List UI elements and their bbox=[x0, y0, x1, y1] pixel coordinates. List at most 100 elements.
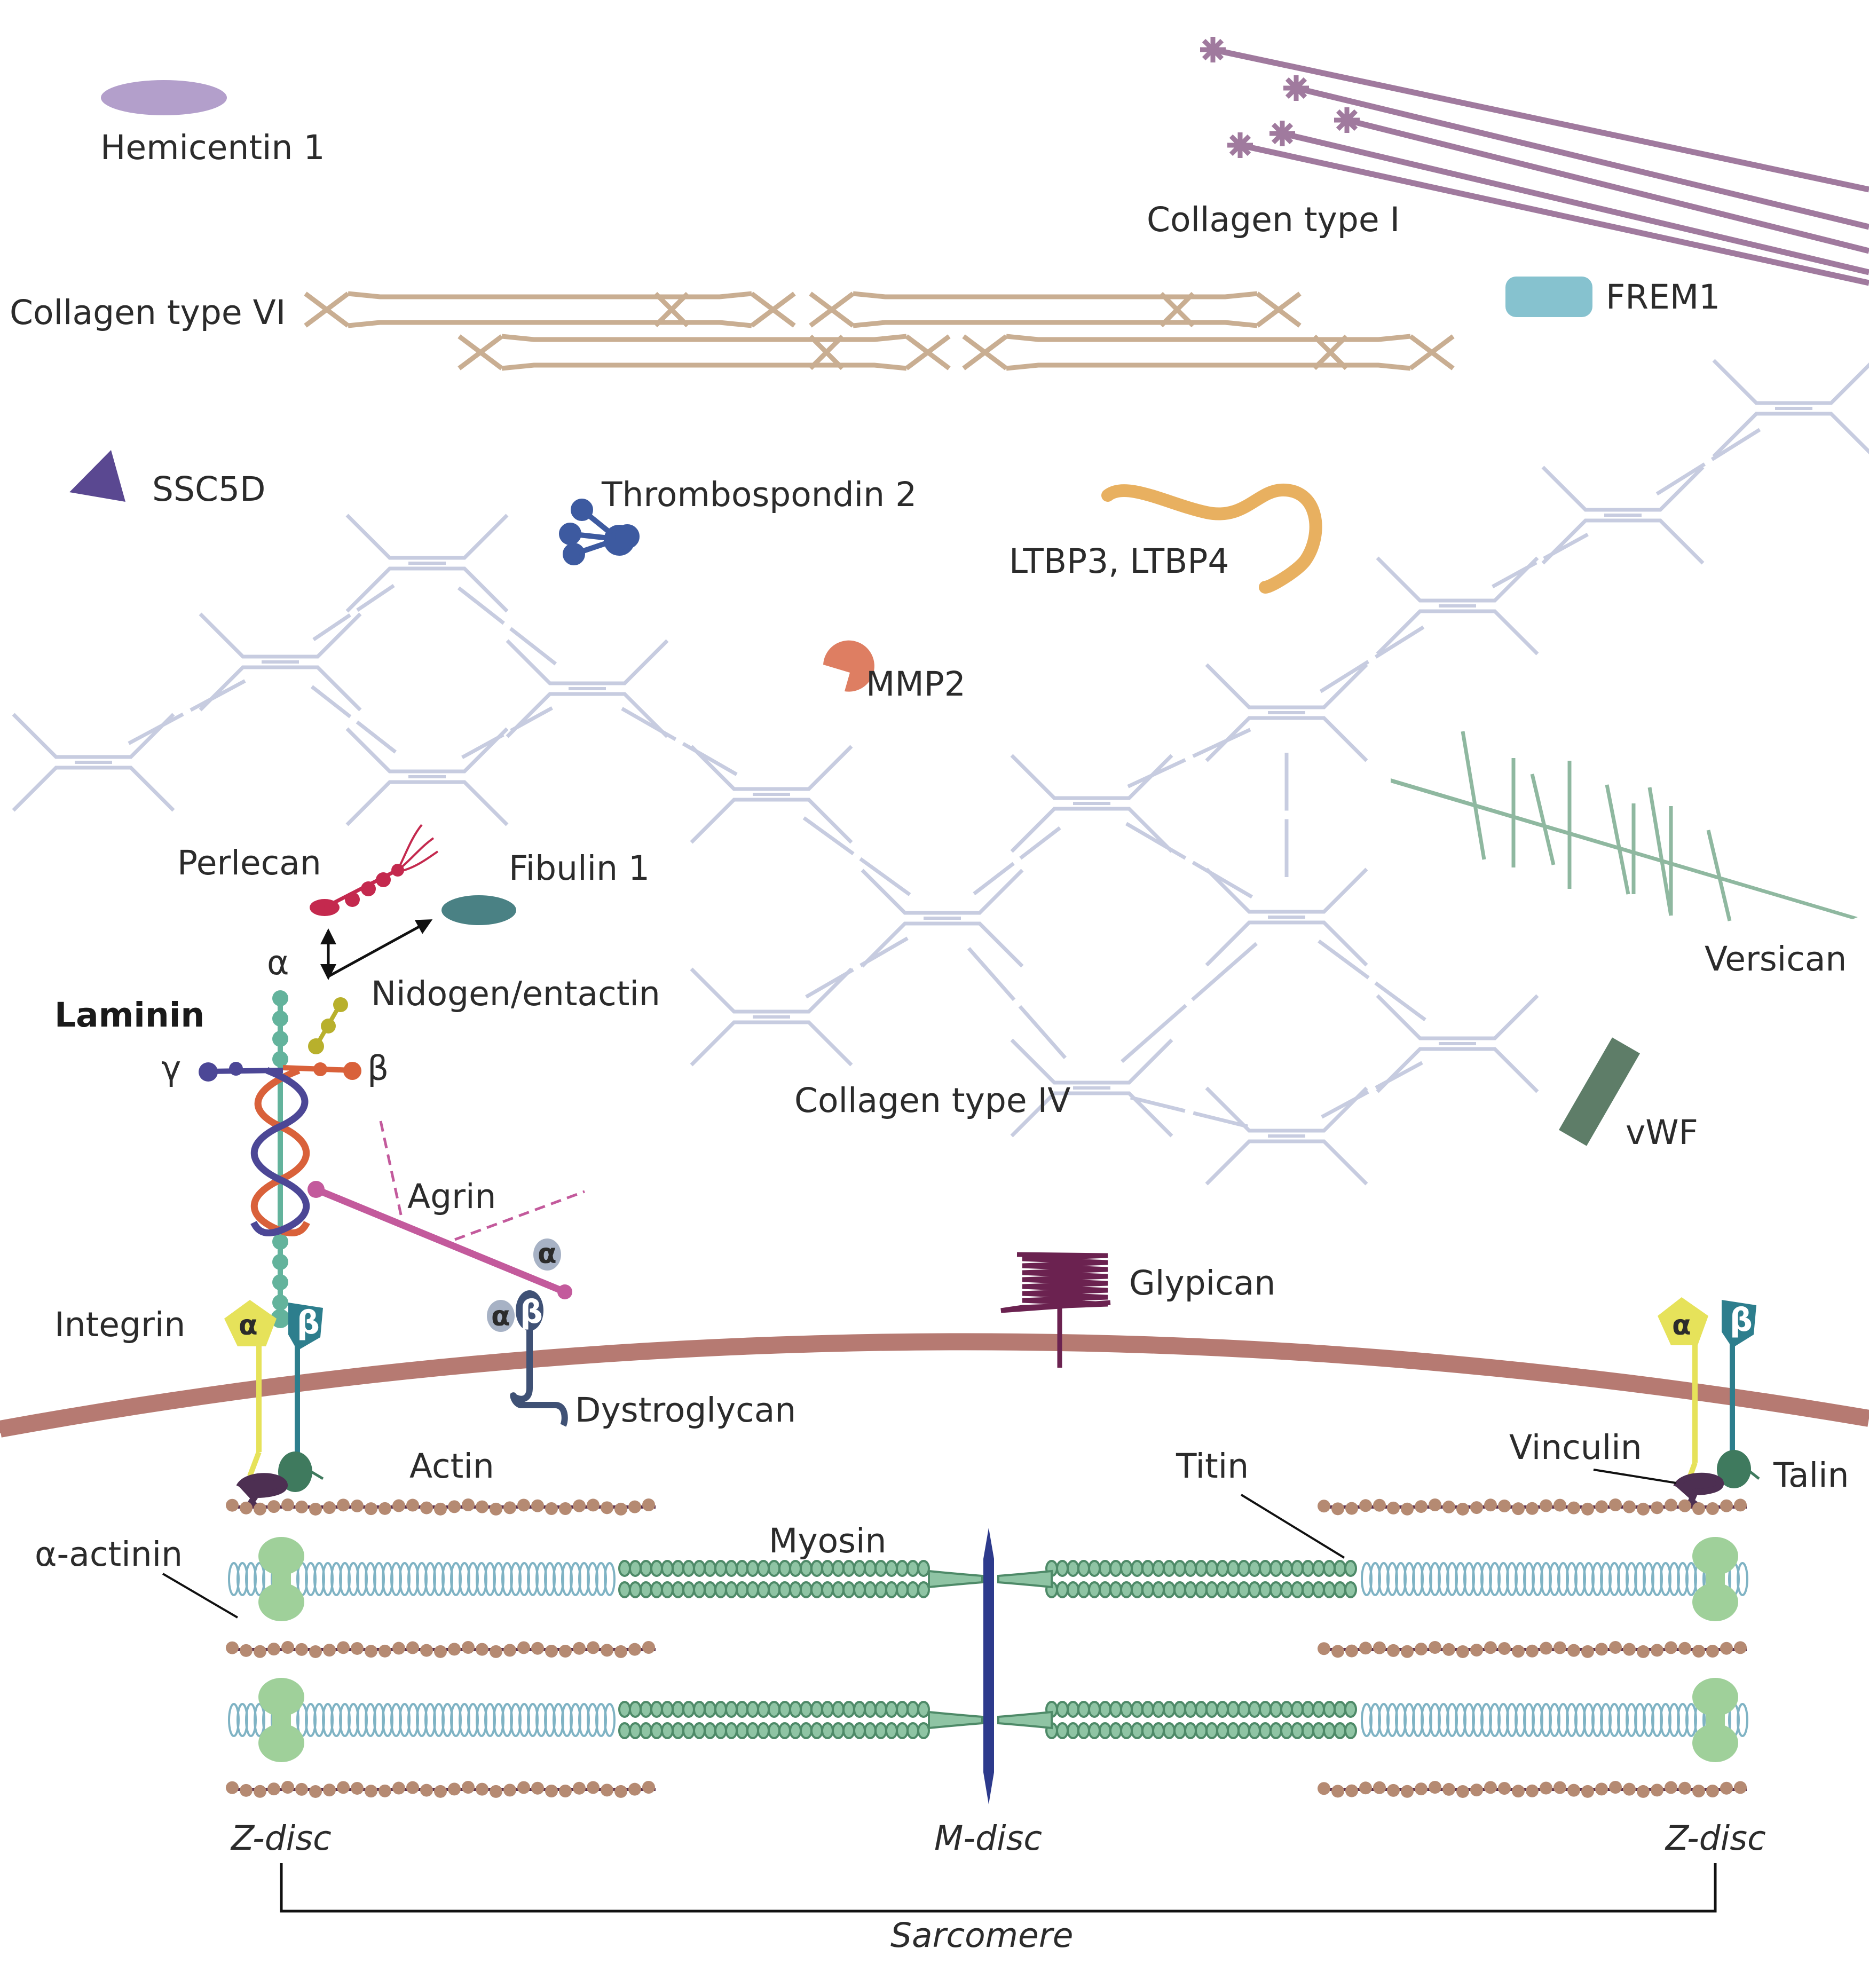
collagen-iv-link bbox=[1318, 939, 1370, 980]
alpha-actinin-leader-line bbox=[162, 1573, 239, 1619]
collagen-iv-link bbox=[356, 720, 397, 754]
integrin-left-beta-glyph: β bbox=[297, 1304, 320, 1342]
perlecan-label: Perlecan bbox=[177, 843, 321, 882]
sarcomere bbox=[226, 1498, 1748, 1798]
collagen-iv-node bbox=[345, 727, 509, 826]
collagen-vi-tetramer bbox=[458, 334, 951, 371]
versican-icon bbox=[1391, 731, 1858, 921]
collagen-iv-node bbox=[1010, 754, 1173, 853]
actin-filament bbox=[226, 1498, 656, 1516]
collagen-iv-link bbox=[1125, 822, 1187, 860]
integrin-right-beta-glyph: β bbox=[1730, 1301, 1753, 1339]
collagen-iv-node bbox=[1205, 867, 1368, 967]
mmp2-label: MMP2 bbox=[866, 665, 966, 704]
collagen-iv-node bbox=[1376, 556, 1539, 656]
titin-filament bbox=[1361, 1703, 1748, 1737]
agrin-label: Agrin bbox=[407, 1177, 496, 1216]
dystroglycan-alpha-glyph-2: α bbox=[538, 1238, 557, 1270]
laminin-gamma-label: γ bbox=[161, 1049, 181, 1088]
collagen-iv-link bbox=[1018, 1005, 1067, 1060]
collagen-iv-label: Collagen type IV bbox=[794, 1081, 1070, 1120]
talin-label: Talin bbox=[1773, 1456, 1849, 1495]
collagen-iv-link bbox=[967, 946, 1016, 1001]
laminin-alpha-label: α bbox=[267, 943, 289, 982]
collagen-iv-link bbox=[1127, 758, 1186, 788]
ssc5d-icon bbox=[69, 450, 125, 502]
collagen-i-star-icon bbox=[1269, 121, 1295, 146]
collagen-iv-link bbox=[1192, 728, 1251, 758]
hemicentin-label: Hemicentin 1 bbox=[100, 128, 325, 167]
versican-label: Versican bbox=[1705, 940, 1847, 979]
ltbp-icon bbox=[1101, 484, 1322, 594]
collagen-iv-link bbox=[1192, 861, 1253, 899]
actin-label: Actin bbox=[409, 1447, 494, 1486]
versican-side-chain bbox=[1706, 830, 1732, 921]
collagen-iv-link bbox=[1019, 826, 1061, 860]
versican-side-chain bbox=[1530, 774, 1556, 865]
collagen-vi-tetramer bbox=[809, 291, 1302, 328]
collagen-i-star-icon bbox=[1334, 107, 1360, 133]
collagen-i-label: Collagen type I bbox=[1147, 200, 1400, 239]
collagen-i-fibrils bbox=[1212, 46, 1869, 286]
integrin-label: Integrin bbox=[54, 1305, 185, 1344]
actin-filament bbox=[1318, 1781, 1747, 1798]
collagen-iv-node bbox=[12, 713, 175, 812]
collagen-iv-link bbox=[859, 857, 911, 896]
vinculin-left-icon bbox=[236, 1473, 288, 1511]
binding-arrows bbox=[320, 919, 433, 980]
myosin-filament bbox=[997, 1560, 1357, 1598]
alpha-actinin-label: α-actinin bbox=[35, 1535, 183, 1574]
collagen-iv-link bbox=[973, 862, 1015, 896]
hemicentin-icon bbox=[101, 80, 227, 115]
collagen-iv-node bbox=[199, 612, 362, 712]
collagen-iv-link bbox=[190, 679, 246, 712]
integrin-left-alpha-glyph: α bbox=[239, 1309, 258, 1342]
alpha-actinin-icon bbox=[258, 1678, 304, 1762]
versican-side-chain bbox=[1605, 784, 1630, 895]
collagen-iv-link bbox=[802, 816, 855, 856]
thrombospondin-label: Thrombospondin 2 bbox=[601, 475, 917, 514]
mmp2-icon bbox=[823, 640, 874, 692]
collagen-vi-tetramers bbox=[304, 291, 1455, 371]
integrin-right bbox=[1658, 1297, 1756, 1493]
collagen-i-star-icons bbox=[1200, 37, 1360, 158]
sarcomere-label: Sarcomere bbox=[890, 1916, 1073, 1955]
ltbp-label: LTBP3, LTBP4 bbox=[1009, 542, 1229, 581]
collagen-vi-label: Collagen type VI bbox=[10, 293, 286, 332]
collagen-iv-link bbox=[1655, 462, 1706, 496]
collagen-iv-node bbox=[1205, 663, 1368, 762]
fibulin-icon bbox=[441, 895, 516, 925]
collagen-iv-node bbox=[1010, 1038, 1173, 1138]
z-disc-right-label: Z-disc bbox=[1665, 1819, 1766, 1858]
dystroglycan-alpha-glyph-1: α bbox=[491, 1300, 510, 1332]
glypican-icon bbox=[1000, 1252, 1111, 1313]
nidogen-label: Nidogen/entactin bbox=[371, 974, 660, 1013]
collagen-i-star-icon bbox=[1200, 37, 1226, 62]
alpha-actinin-icon bbox=[1692, 1537, 1738, 1621]
vwf-label: vWF bbox=[1626, 1113, 1698, 1152]
titin-filament bbox=[228, 1562, 616, 1596]
collagen-iv-link bbox=[509, 627, 557, 666]
dystroglycan-icon bbox=[487, 1238, 568, 1427]
dystroglycan-label: Dystroglycan bbox=[575, 1391, 796, 1430]
vinculin-label: Vinculin bbox=[1509, 1428, 1642, 1467]
myosin-filament bbox=[997, 1701, 1357, 1739]
sarcomere-bracket bbox=[280, 1863, 1717, 1913]
collagen-iv-node bbox=[506, 639, 669, 738]
titin-label: Titin bbox=[1176, 1447, 1249, 1486]
actin-filament bbox=[226, 1641, 656, 1658]
collagen-iv-link bbox=[1121, 1004, 1187, 1063]
vinculin-right-icon bbox=[1673, 1472, 1724, 1511]
collagen-iv-link bbox=[128, 712, 184, 745]
collagen-iv-link bbox=[1374, 625, 1425, 659]
collagen-vi-tetramer bbox=[962, 334, 1455, 371]
ssc5d-label: SSC5D bbox=[152, 470, 266, 509]
laminin-beta-label: β bbox=[367, 1049, 389, 1088]
z-disc-left-label: Z-disc bbox=[230, 1819, 332, 1858]
collagen-iv-network bbox=[12, 359, 1869, 1186]
versican-side-chain bbox=[1647, 787, 1673, 916]
fibulin-label: Fibulin 1 bbox=[509, 849, 650, 888]
alpha-actinin-icon bbox=[258, 1537, 304, 1621]
